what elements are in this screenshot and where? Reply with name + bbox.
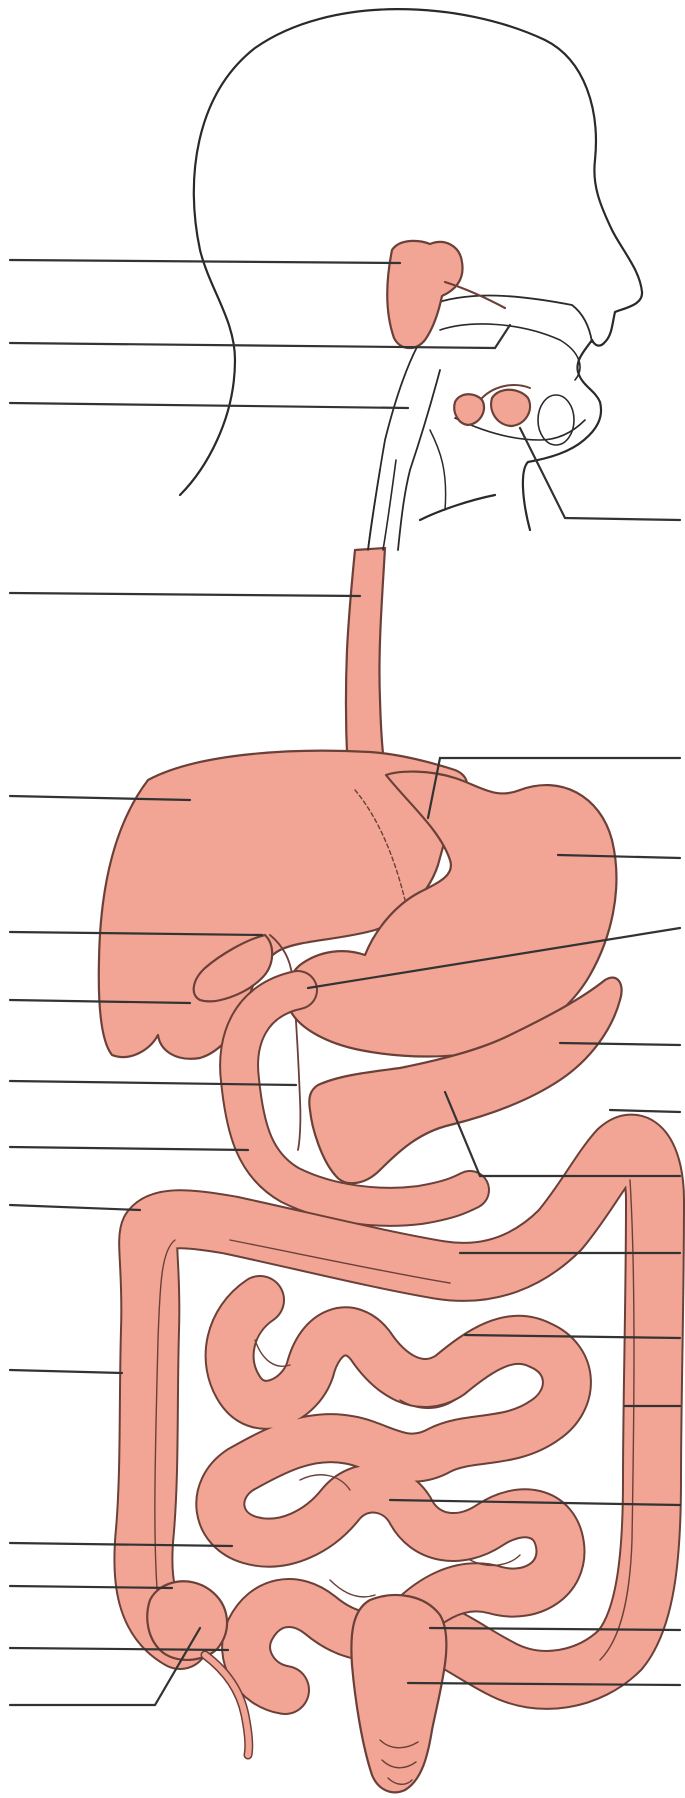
leader-left-4: [10, 593, 360, 596]
salivary-glands: [387, 241, 530, 426]
rectum: [351, 1595, 446, 1792]
leader-left-11: [10, 1370, 122, 1373]
palate-line: [430, 296, 592, 342]
leader-right-1: [520, 428, 680, 520]
leader-right-13: [408, 1683, 680, 1685]
leader-left-12: [10, 1543, 232, 1546]
leader-left-9: [10, 1147, 248, 1150]
leader-left-10: [10, 1205, 140, 1210]
tongue-outline: [440, 324, 580, 380]
esophagus: [346, 548, 386, 775]
leader-right-6: [610, 1110, 680, 1112]
submandibular-gland: [491, 390, 530, 426]
esophagus-upper: [368, 460, 396, 550]
sublingual-gland: [454, 394, 484, 425]
larynx-line: [398, 370, 440, 550]
trachea-line: [430, 430, 446, 510]
leader-left-2: [10, 325, 510, 348]
neck-line: [420, 462, 530, 530]
leader-left-1: [10, 260, 400, 263]
pharynx-line: [368, 345, 418, 550]
leader-left-3: [10, 403, 408, 408]
mouth-line: [528, 340, 601, 462]
parotid-gland: [387, 241, 462, 348]
